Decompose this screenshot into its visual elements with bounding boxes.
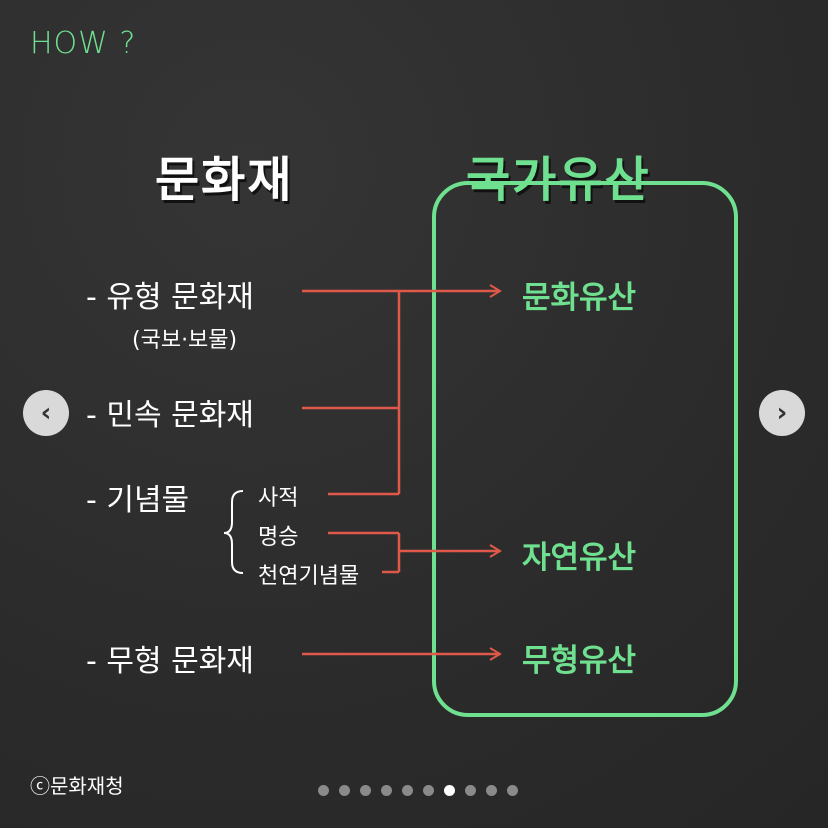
result-intangible-heritage: 무형유산 [522,643,637,679]
carousel-dot[interactable] [486,785,497,796]
carousel-dot[interactable] [339,785,350,796]
monument-sub-historic-site: 사적 [258,486,299,511]
title-old-term: 문화재 [155,152,294,208]
header-label: HOW ? [30,26,137,61]
result-cultural-heritage: 문화유산 [522,280,637,316]
carousel-dot[interactable] [444,785,455,796]
carousel-dot[interactable] [465,785,476,796]
prev-button[interactable]: ‹ [23,390,69,436]
item-monument: - 기념물 [86,483,190,518]
item-folk: - 민속 문화재 [86,398,254,433]
item-intangible: - 무형 문화재 [86,644,254,679]
result-natural-heritage: 자연유산 [522,540,637,576]
carousel-dot[interactable] [423,785,434,796]
carousel-dot[interactable] [507,785,518,796]
item-tangible-note: (국보·보물) [132,328,238,353]
carousel-dot[interactable] [381,785,392,796]
monument-bracket [223,490,244,574]
carousel-dot[interactable] [318,785,329,796]
monument-sub-scenic: 명승 [258,525,299,550]
item-tangible: - 유형 문화재 [86,280,254,315]
chevron-right-icon: › [776,398,788,428]
title-new-term: 국가유산 [466,152,651,208]
chevron-left-icon: ‹ [40,398,52,428]
national-heritage-box [432,181,738,717]
carousel-dot[interactable] [360,785,371,796]
carousel-dot[interactable] [402,785,413,796]
credit: ⓒ문화재청 [30,774,124,798]
carousel-dots [318,785,518,796]
next-button[interactable]: › [759,390,805,436]
monument-sub-natural-monument: 천연기념물 [258,564,360,589]
